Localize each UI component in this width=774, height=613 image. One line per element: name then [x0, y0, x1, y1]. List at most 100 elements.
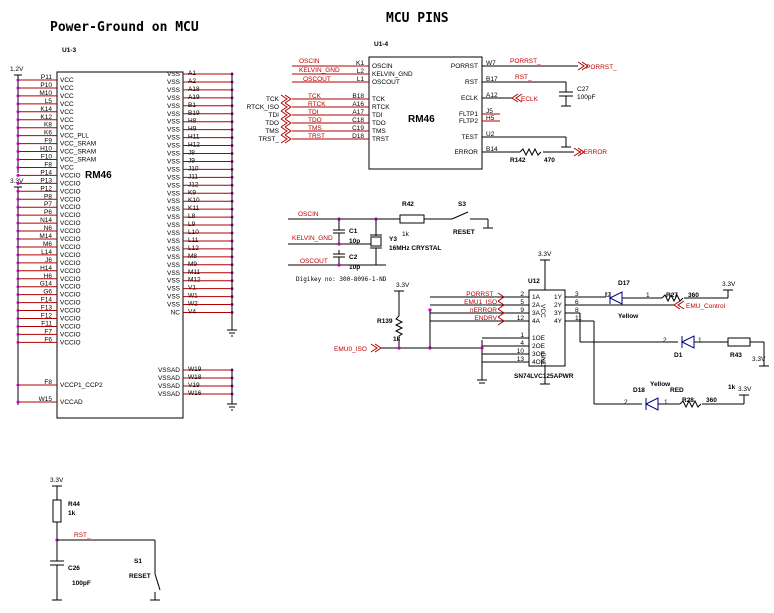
- u12-part: SN74LVC125APWR: [514, 373, 574, 380]
- u1-3-right-pin-name: NC: [171, 310, 181, 317]
- u1-3-right-pin-num: J12: [188, 181, 199, 188]
- reset-rail: 3.3V: [50, 477, 64, 484]
- u1-4-net-oscin: OSCIN: [299, 58, 320, 65]
- u1-3-left-pin-name: VCCIO: [60, 180, 81, 187]
- u1-3-right-pin-num: A18: [188, 86, 200, 93]
- u12-in-pin-num: 12: [517, 315, 525, 322]
- u1-3-left-pin-num: F8: [44, 161, 52, 168]
- u1-3-right-pin-num: A19: [188, 94, 200, 101]
- jtag-port-label: TMS: [265, 128, 279, 135]
- r139-rail: 3.3V: [396, 282, 410, 289]
- d18-pin-k: 2: [624, 399, 628, 406]
- u12-out-pin-num: 8: [575, 307, 579, 314]
- u1-3-vssad-pin-num: W19: [188, 366, 202, 373]
- u1-3-left-pin-name: VCCIO: [60, 260, 81, 267]
- u1-4-left-pin-num: A17: [352, 109, 364, 116]
- u1-4-right-pin-num: B14: [486, 146, 498, 153]
- u1-3-left-pin-num: K6: [44, 130, 52, 137]
- u1-3-left-pin-name: VCCIO: [60, 236, 81, 243]
- u1-3-left-pin-name: VCCIO: [60, 204, 81, 211]
- u1-3-right-pin-num: K10: [188, 197, 200, 204]
- u12-in-pin-num: 2: [520, 291, 524, 298]
- porrst-port: PORRST_: [586, 64, 617, 71]
- u1-4-right-pin-name: TEST: [461, 134, 478, 141]
- u1-3-right-pin-num: H8: [188, 118, 197, 125]
- u1-3-right-pin-num: H9: [188, 126, 197, 133]
- u1-3-right-pin-name: VSS: [167, 158, 181, 165]
- u1-3-right-pin-name: VSS: [167, 230, 181, 237]
- d17-pin-k: 2: [607, 292, 611, 299]
- u1-4-left-pin-num: L2: [357, 68, 365, 75]
- u1-3-left-pin-num: P7: [44, 201, 52, 208]
- u1-3-right-pin-name: VSS: [167, 278, 181, 285]
- u1-4-left-pin-name: TRST: [372, 136, 389, 143]
- u1-3-left-pin-name: VCCIO: [60, 220, 81, 227]
- u12-oe-pin-num: 1: [520, 332, 524, 339]
- u1-3-left-pin-num: K14: [40, 106, 52, 113]
- u1-3-left-pin-num: K8: [44, 122, 52, 129]
- c26-ref: C26: [68, 565, 80, 572]
- u1-3-left-pin-num: F10: [41, 154, 53, 161]
- u1-4-left-pin-name: KELVIN_GND: [372, 71, 413, 78]
- u1-3-left-pin-num: M10: [39, 90, 52, 97]
- r42-body: [399, 214, 425, 224]
- s1-label: RESET: [129, 573, 151, 580]
- u1-4-left-pin-num: C19: [352, 125, 364, 132]
- u12-out-pin-name: 1Y: [554, 294, 563, 301]
- c1-ref: C1: [349, 228, 358, 235]
- r139-ref: R139: [377, 318, 393, 325]
- rail-3v3-label: 3.3V: [10, 178, 24, 185]
- u1-3-left-pin-name: VCC_SRAM: [60, 149, 96, 156]
- u1-3-left-pin-name: VCCIO: [60, 323, 81, 330]
- u1-3-left-pin-name: VCC: [60, 125, 74, 132]
- u1-4-right-pin-name: FLTP1: [459, 111, 478, 118]
- u1-3-right-pin-name: VSS: [167, 246, 181, 253]
- u1-4-part: RM46: [408, 114, 435, 125]
- r42-ref: R42: [402, 201, 414, 208]
- u1-3-right-pin-name: VSS: [167, 87, 181, 94]
- u1-3-left-pin-num: N14: [40, 217, 52, 224]
- r44-value: 1k: [68, 510, 76, 517]
- jtag-port-label: RTCK_ISO: [247, 104, 279, 111]
- u1-3-vssad-pin-name: VSSAD: [158, 367, 180, 374]
- u1-3-right-pin-num: H12: [188, 142, 200, 149]
- u1-3-right-pin-name: VSS: [167, 95, 181, 102]
- d17-ref: D17: [618, 280, 630, 287]
- u1-3-left-pin-num: P13: [40, 177, 52, 184]
- u1-3-right-pin-name: VSS: [167, 151, 181, 158]
- u1-3-vccp1-pin: F8: [44, 379, 52, 386]
- u1-4-left-pin-num: A16: [352, 101, 364, 108]
- u1-3-right-pin-name: VSS: [167, 127, 181, 134]
- u1-3-left-pin-name: VCCIO: [60, 276, 81, 283]
- u1-3-right-pin-name: VSS: [167, 214, 181, 221]
- u1-3-left-pin-name: VCCIO: [60, 196, 81, 203]
- u1-3-left-pin-num: J6: [45, 257, 52, 264]
- r43-body: [727, 337, 751, 347]
- u1-4-left-pin-name: OSCIN: [372, 63, 393, 70]
- u1-3-right-pin-num: J10: [188, 165, 199, 172]
- d1-pin-k: 2: [663, 337, 667, 344]
- u1-3-left-pin-name: VCCIO: [60, 308, 81, 315]
- u1-3-left-pin-num: P12: [40, 185, 52, 192]
- u1-3-left-pin-name: VCCIO: [60, 300, 81, 307]
- led-block: D17 Yellow 2 1 R27 360 3.3V EMU_Control …: [565, 280, 769, 411]
- u1-3-right-pin-num: A2: [188, 78, 196, 85]
- r27-ref: R27: [666, 292, 678, 299]
- u1-4-right-pin-name: RST: [465, 79, 478, 86]
- jtag-net-rtck: RTCK: [308, 101, 326, 108]
- d17-pin-a: 1: [646, 292, 650, 299]
- u1-3-left-pin-name: VCCIO: [60, 228, 81, 235]
- u1-4-right-pin-name: ECLK: [461, 95, 479, 102]
- r43-rail: 3.3V: [752, 356, 766, 363]
- u1-4-left-pin-num: C18: [352, 117, 364, 124]
- u1-3-left-pin-num: F7: [44, 328, 52, 335]
- c2-value: 10p: [349, 264, 360, 271]
- u12-in-pin-name: 4A: [532, 318, 541, 325]
- u12-in-net: nERROR: [470, 307, 497, 314]
- u1-3-right-pin-num: A1: [188, 70, 196, 77]
- u12-out-pin-name: 3Y: [554, 310, 563, 317]
- net-porrst: PORRST_: [510, 58, 541, 65]
